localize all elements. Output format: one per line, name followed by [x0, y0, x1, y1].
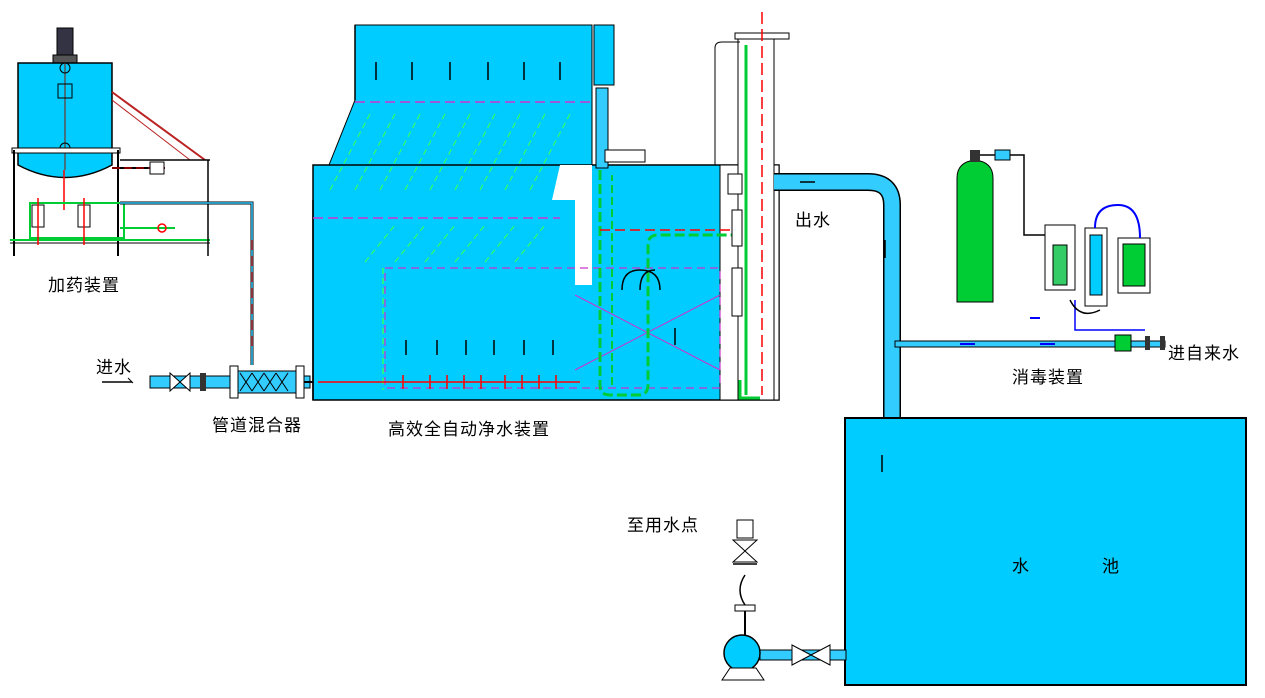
- outlet-pipe: [774, 173, 901, 418]
- purifier-label: 高效全自动净水装置: [388, 420, 550, 440]
- supply-pump: [721, 519, 847, 681]
- disinfection-device: [894, 149, 1166, 352]
- water-pool: [844, 417, 1247, 686]
- disinfection-device-label: 消毒装置: [1012, 368, 1084, 388]
- pipe-mixer: [229, 365, 330, 399]
- water-outlet-label: 出水: [795, 211, 831, 231]
- pool-label-left: 水: [1012, 557, 1030, 577]
- pool-label-right: 池: [1102, 557, 1120, 577]
- to-use-point-label: 至用水点: [627, 516, 699, 536]
- purifier: [312, 12, 790, 401]
- dosing-device-label: 加药装置: [48, 276, 120, 296]
- water-inlet-label: 进水: [96, 358, 132, 378]
- pipe-mixer-label: 管道混合器: [212, 416, 302, 436]
- tap-water-inlet-label: 进自来水: [1168, 344, 1240, 364]
- dosing-device: [10, 27, 254, 365]
